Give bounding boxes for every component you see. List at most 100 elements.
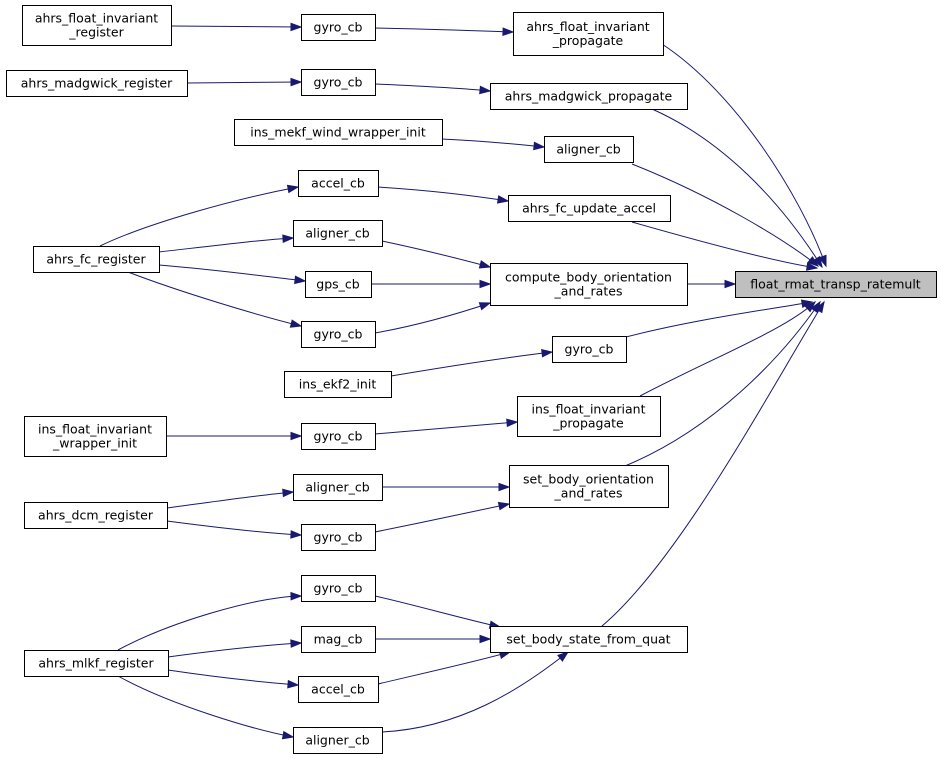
node-box[interactable] <box>552 336 627 363</box>
arrowhead <box>814 300 825 314</box>
node-box[interactable] <box>33 246 160 273</box>
node-sbsq[interactable]: set_body_state_from_quat <box>490 626 688 653</box>
edge-gyro_afi-to-afi_prop <box>374 27 515 36</box>
arrowhead <box>282 488 295 498</box>
node-aligner_mlkf[interactable]: aligner_cb <box>293 727 383 754</box>
node-box[interactable] <box>24 650 169 677</box>
arrowhead <box>290 530 303 539</box>
node-box[interactable] <box>509 465 669 508</box>
node-box[interactable] <box>6 70 188 97</box>
node-dcm_reg[interactable]: ahrs_dcm_register <box>24 502 168 529</box>
node-box[interactable] <box>298 676 379 703</box>
node-amw_prop[interactable]: ahrs_madgwick_propagate <box>490 83 688 110</box>
node-target[interactable]: float_rmat_transp_ratemult <box>735 271 937 298</box>
node-afi_reg[interactable]: ahrs_float_invariant_register <box>22 5 172 46</box>
node-box[interactable] <box>490 83 688 110</box>
node-ifi_init[interactable]: ins_float_invariant_wrapper_init <box>24 416 167 457</box>
arrowhead <box>818 254 827 268</box>
node-box[interactable] <box>305 271 372 298</box>
node-gyro_amw[interactable]: gyro_cb <box>301 69 376 96</box>
node-box[interactable] <box>513 12 664 56</box>
node-box[interactable] <box>234 119 443 146</box>
node-box[interactable] <box>301 626 376 653</box>
edge-aligner_mekf-to-target <box>631 163 820 267</box>
node-box[interactable] <box>293 727 383 754</box>
node-mekf_init[interactable]: ins_mekf_wind_wrapper_init <box>234 119 443 146</box>
node-afc_update_accel[interactable]: ahrs_fc_update_accel <box>508 195 671 222</box>
node-gps_fc[interactable]: gps_cb <box>305 271 372 298</box>
node-label: gyro_cb <box>314 75 363 90</box>
node-box[interactable] <box>24 502 168 529</box>
node-box[interactable] <box>293 220 383 247</box>
node-accel_fc[interactable]: accel_cb <box>298 170 379 197</box>
edge-sbsq-to-target <box>601 300 825 627</box>
edge-accel_mlkf-to-sbsq <box>377 650 512 685</box>
node-gyro_ekf2[interactable]: gyro_cb <box>552 336 627 363</box>
node-box[interactable] <box>517 396 661 437</box>
node-gyro_dcm[interactable]: gyro_cb <box>301 524 376 551</box>
node-mag_mlkf[interactable]: mag_cb <box>301 626 376 653</box>
edge-gyro_dcm-to-sbor <box>374 501 511 533</box>
arrowhead <box>496 195 510 204</box>
node-box[interactable] <box>301 69 376 96</box>
arrowhead <box>541 348 554 358</box>
node-gyro_ifi[interactable]: gyro_cb <box>301 423 376 450</box>
node-accel_mlkf[interactable]: accel_cb <box>298 676 379 703</box>
node-box[interactable] <box>298 170 379 197</box>
node-gyro_fc[interactable]: gyro_cb <box>301 321 376 348</box>
edge-line <box>661 43 827 267</box>
node-box[interactable] <box>284 371 392 398</box>
node-box[interactable] <box>24 416 167 457</box>
edge-mlkf_reg-to-mag_mlkf <box>167 639 303 658</box>
node-box[interactable] <box>22 5 172 46</box>
edge-amw_prop-to-target <box>651 108 823 269</box>
edge-line <box>374 503 510 533</box>
node-box[interactable] <box>301 14 376 41</box>
edge-afi_prop-to-target <box>661 43 827 268</box>
edge-line <box>377 651 511 685</box>
edge-line <box>167 669 299 686</box>
node-box[interactable] <box>490 263 688 306</box>
edge-amw_reg-to-gyro_amw <box>186 77 303 87</box>
node-box[interactable] <box>301 575 376 602</box>
node-aligner_fc[interactable]: aligner_cb <box>293 220 383 247</box>
node-box[interactable] <box>490 626 688 653</box>
node-gyro_mlkf[interactable]: gyro_cb <box>301 575 376 602</box>
node-amw_reg[interactable]: ahrs_madgwick_register <box>6 70 188 97</box>
node-box[interactable] <box>301 423 376 450</box>
edge-line <box>631 163 819 267</box>
node-label: accel_cb <box>311 682 365 697</box>
node-label: float_rmat_transp_ratemult <box>750 277 921 292</box>
node-box[interactable] <box>301 321 376 348</box>
node-label: gyro_cb <box>314 429 363 444</box>
node-ifi_prop[interactable]: ins_float_invariant_propagate <box>517 396 661 437</box>
node-label: gps_cb <box>316 277 360 292</box>
node-afi_prop[interactable]: ahrs_float_invariant_propagate <box>513 12 664 56</box>
edge-line <box>651 108 823 268</box>
edge-mag_mlkf-to-sbsq <box>375 634 492 644</box>
arrowhead <box>533 141 546 151</box>
arrowhead <box>281 730 295 740</box>
edge-afc_reg-to-accel_fc <box>99 184 300 247</box>
edge-afc_reg-to-gyro_fc <box>127 271 303 328</box>
edge-gyro_ifi-to-ifi_prop <box>374 418 519 435</box>
edge-line <box>158 237 294 253</box>
node-box[interactable] <box>544 136 634 163</box>
arrowhead <box>506 418 519 428</box>
node-sbor[interactable]: set_body_orientation_and_rates <box>509 465 669 508</box>
node-afc_reg[interactable]: ahrs_fc_register <box>33 246 160 273</box>
edges-layer <box>99 22 827 740</box>
node-label: ahrs_madgwick_propagate <box>505 89 673 104</box>
edge-mlkf_reg-to-gyro_mlkf <box>117 591 303 651</box>
node-aligner_dcm[interactable]: aligner_cb <box>293 474 383 501</box>
node-ekf2_init[interactable]: ins_ekf2_init <box>284 371 392 398</box>
edge-afc_update_accel-to-target <box>631 221 819 271</box>
node-cbor[interactable]: compute_body_orientation_and_rates <box>490 263 688 306</box>
node-mlkf_reg[interactable]: ahrs_mlkf_register <box>24 650 169 677</box>
node-box[interactable] <box>293 474 383 501</box>
node-aligner_mekf[interactable]: aligner_cb <box>544 136 634 163</box>
node-box[interactable] <box>508 195 671 222</box>
node-box[interactable] <box>301 524 376 551</box>
node-box[interactable] <box>735 271 937 298</box>
node-gyro_afi[interactable]: gyro_cb <box>301 14 376 41</box>
